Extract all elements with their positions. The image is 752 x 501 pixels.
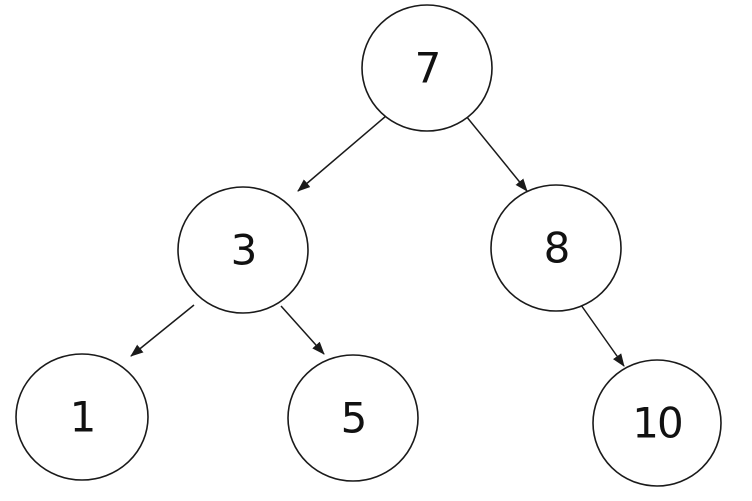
node-label-8: 8 xyxy=(544,224,569,273)
tree-edge-3-5 xyxy=(280,305,325,355)
tree-node-5: 5 xyxy=(287,354,419,482)
node-label-7: 7 xyxy=(415,44,440,93)
node-label-3: 3 xyxy=(231,226,256,275)
tree-node-7: 7 xyxy=(361,4,493,132)
tree-node-3: 3 xyxy=(177,186,309,314)
edges-layer xyxy=(130,115,625,367)
node-label-1: 1 xyxy=(70,393,95,442)
tree-edge-8-10 xyxy=(580,304,625,367)
tree-node-1: 1 xyxy=(15,353,149,481)
tree-node-10: 10 xyxy=(592,359,722,487)
tree-node-8: 8 xyxy=(490,184,622,312)
node-circle-3 xyxy=(177,186,309,314)
node-circle-7 xyxy=(361,4,493,132)
tree-edge-7-3 xyxy=(297,115,387,192)
tree-edge-3-1 xyxy=(130,304,195,357)
node-circle-1 xyxy=(15,353,149,481)
nodes-layer: 7 3 8 1 5 10 xyxy=(15,4,722,487)
node-label-10: 10 xyxy=(632,399,681,448)
tree-edge-7-8 xyxy=(465,115,528,192)
node-circle-8 xyxy=(490,184,622,312)
node-label-5: 5 xyxy=(341,394,366,443)
node-circle-5 xyxy=(287,354,419,482)
node-circle-10 xyxy=(592,359,722,487)
